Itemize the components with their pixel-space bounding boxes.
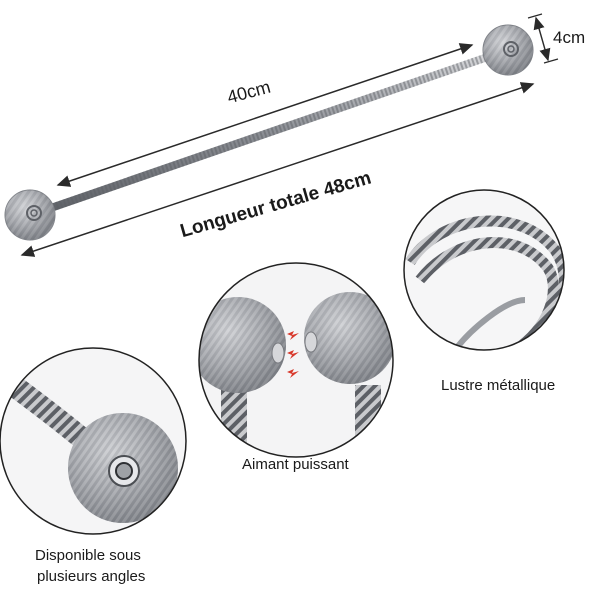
metallic-caption: Lustre métallique [441, 377, 556, 394]
left-ball [4, 189, 56, 241]
angles-detail [0, 347, 187, 535]
magnet-detail [198, 262, 394, 458]
angles-caption-line1: Disponible sous [35, 547, 141, 564]
ball-diameter-label: 4cm [553, 28, 586, 47]
tieback-rod [41, 48, 506, 214]
rod-length-arrow [56, 43, 474, 187]
total-length-arrow [20, 82, 535, 257]
angles-caption-line2: plusieurs angles [37, 568, 146, 585]
magnet-caption: Aimant puissant [242, 456, 349, 473]
magnet-force-icon [287, 331, 299, 378]
metallic-detail [403, 189, 565, 351]
ball-diameter-arrow [527, 13, 559, 64]
right-ball [482, 24, 534, 76]
